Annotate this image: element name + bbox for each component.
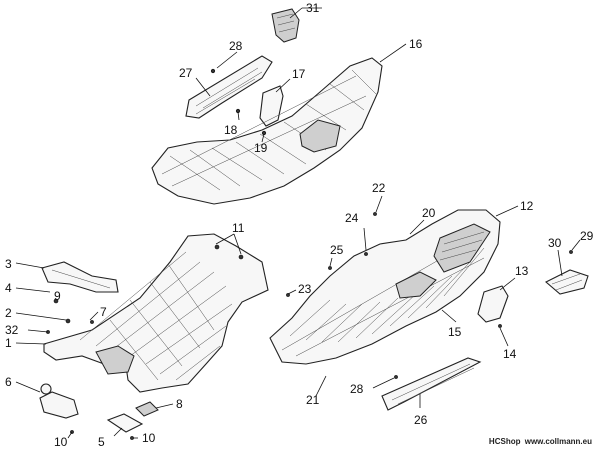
callout-20: 20 — [422, 206, 436, 220]
part-31-bracket — [271, 8, 300, 43]
callout-27: 27 — [179, 66, 193, 80]
callout-24: 24 — [345, 211, 359, 225]
part-13-cover — [477, 285, 509, 323]
callout-16: 16 — [409, 37, 423, 51]
part-27-plate — [185, 55, 273, 119]
callout-1: 1 — [5, 336, 12, 350]
footer-credit: HCShop www.collmann.eu — [489, 437, 592, 446]
callout-25: 25 — [330, 243, 344, 257]
footer-brand: HCShop — [488, 437, 521, 446]
callout-12: 12 — [520, 199, 534, 213]
callout-9: 9 — [54, 289, 61, 303]
callout-28b: 28 — [350, 382, 364, 396]
part-17-cover — [259, 85, 284, 127]
callout-21: 21 — [306, 393, 320, 407]
callout-18: 18 — [224, 123, 238, 137]
callout-8: 8 — [176, 397, 183, 411]
callout-22: 22 — [372, 181, 386, 195]
callout-32: 32 — [5, 323, 19, 337]
callout-19: 19 — [254, 141, 268, 155]
callout-13: 13 — [515, 264, 529, 278]
screws — [46, 68, 573, 440]
part-1-leg-shield — [43, 233, 269, 393]
callout-10a: 10 — [54, 435, 68, 449]
callout-10b: 10 — [142, 431, 156, 445]
callout-29: 29 — [580, 229, 594, 243]
callout-6: 6 — [5, 375, 12, 389]
footer-url[interactable]: www.collmann.eu — [524, 437, 592, 446]
callout-3: 3 — [5, 257, 12, 271]
part-3-bracket — [41, 261, 119, 293]
callout-4: 4 — [5, 281, 12, 295]
part-5-plate — [106, 413, 144, 433]
callout-5: 5 — [98, 435, 105, 449]
callout-11: 11 — [232, 221, 245, 235]
callout-28a: 28 — [229, 39, 243, 53]
callout-26: 26 — [414, 413, 428, 427]
part-12-floor-panel — [269, 209, 501, 365]
callout-31: 31 — [306, 1, 320, 15]
callout-2: 2 — [5, 306, 12, 320]
part-30-bracket — [545, 269, 589, 295]
callout-14: 14 — [503, 347, 517, 361]
leader-lines — [15, 7, 581, 439]
callout-15: 15 — [448, 325, 462, 339]
part-26-plate — [381, 357, 482, 411]
part-8-clip — [135, 401, 159, 417]
callouts: 31 28 27 16 17 18 19 11 3 4 9 2 7 32 1 6… — [5, 1, 594, 449]
part-16-floor-cover — [151, 57, 383, 205]
callout-7: 7 — [100, 305, 107, 319]
part-6-bracket — [39, 383, 79, 419]
callout-23: 23 — [298, 282, 312, 296]
callout-30: 30 — [548, 236, 562, 250]
callout-17: 17 — [292, 67, 306, 81]
